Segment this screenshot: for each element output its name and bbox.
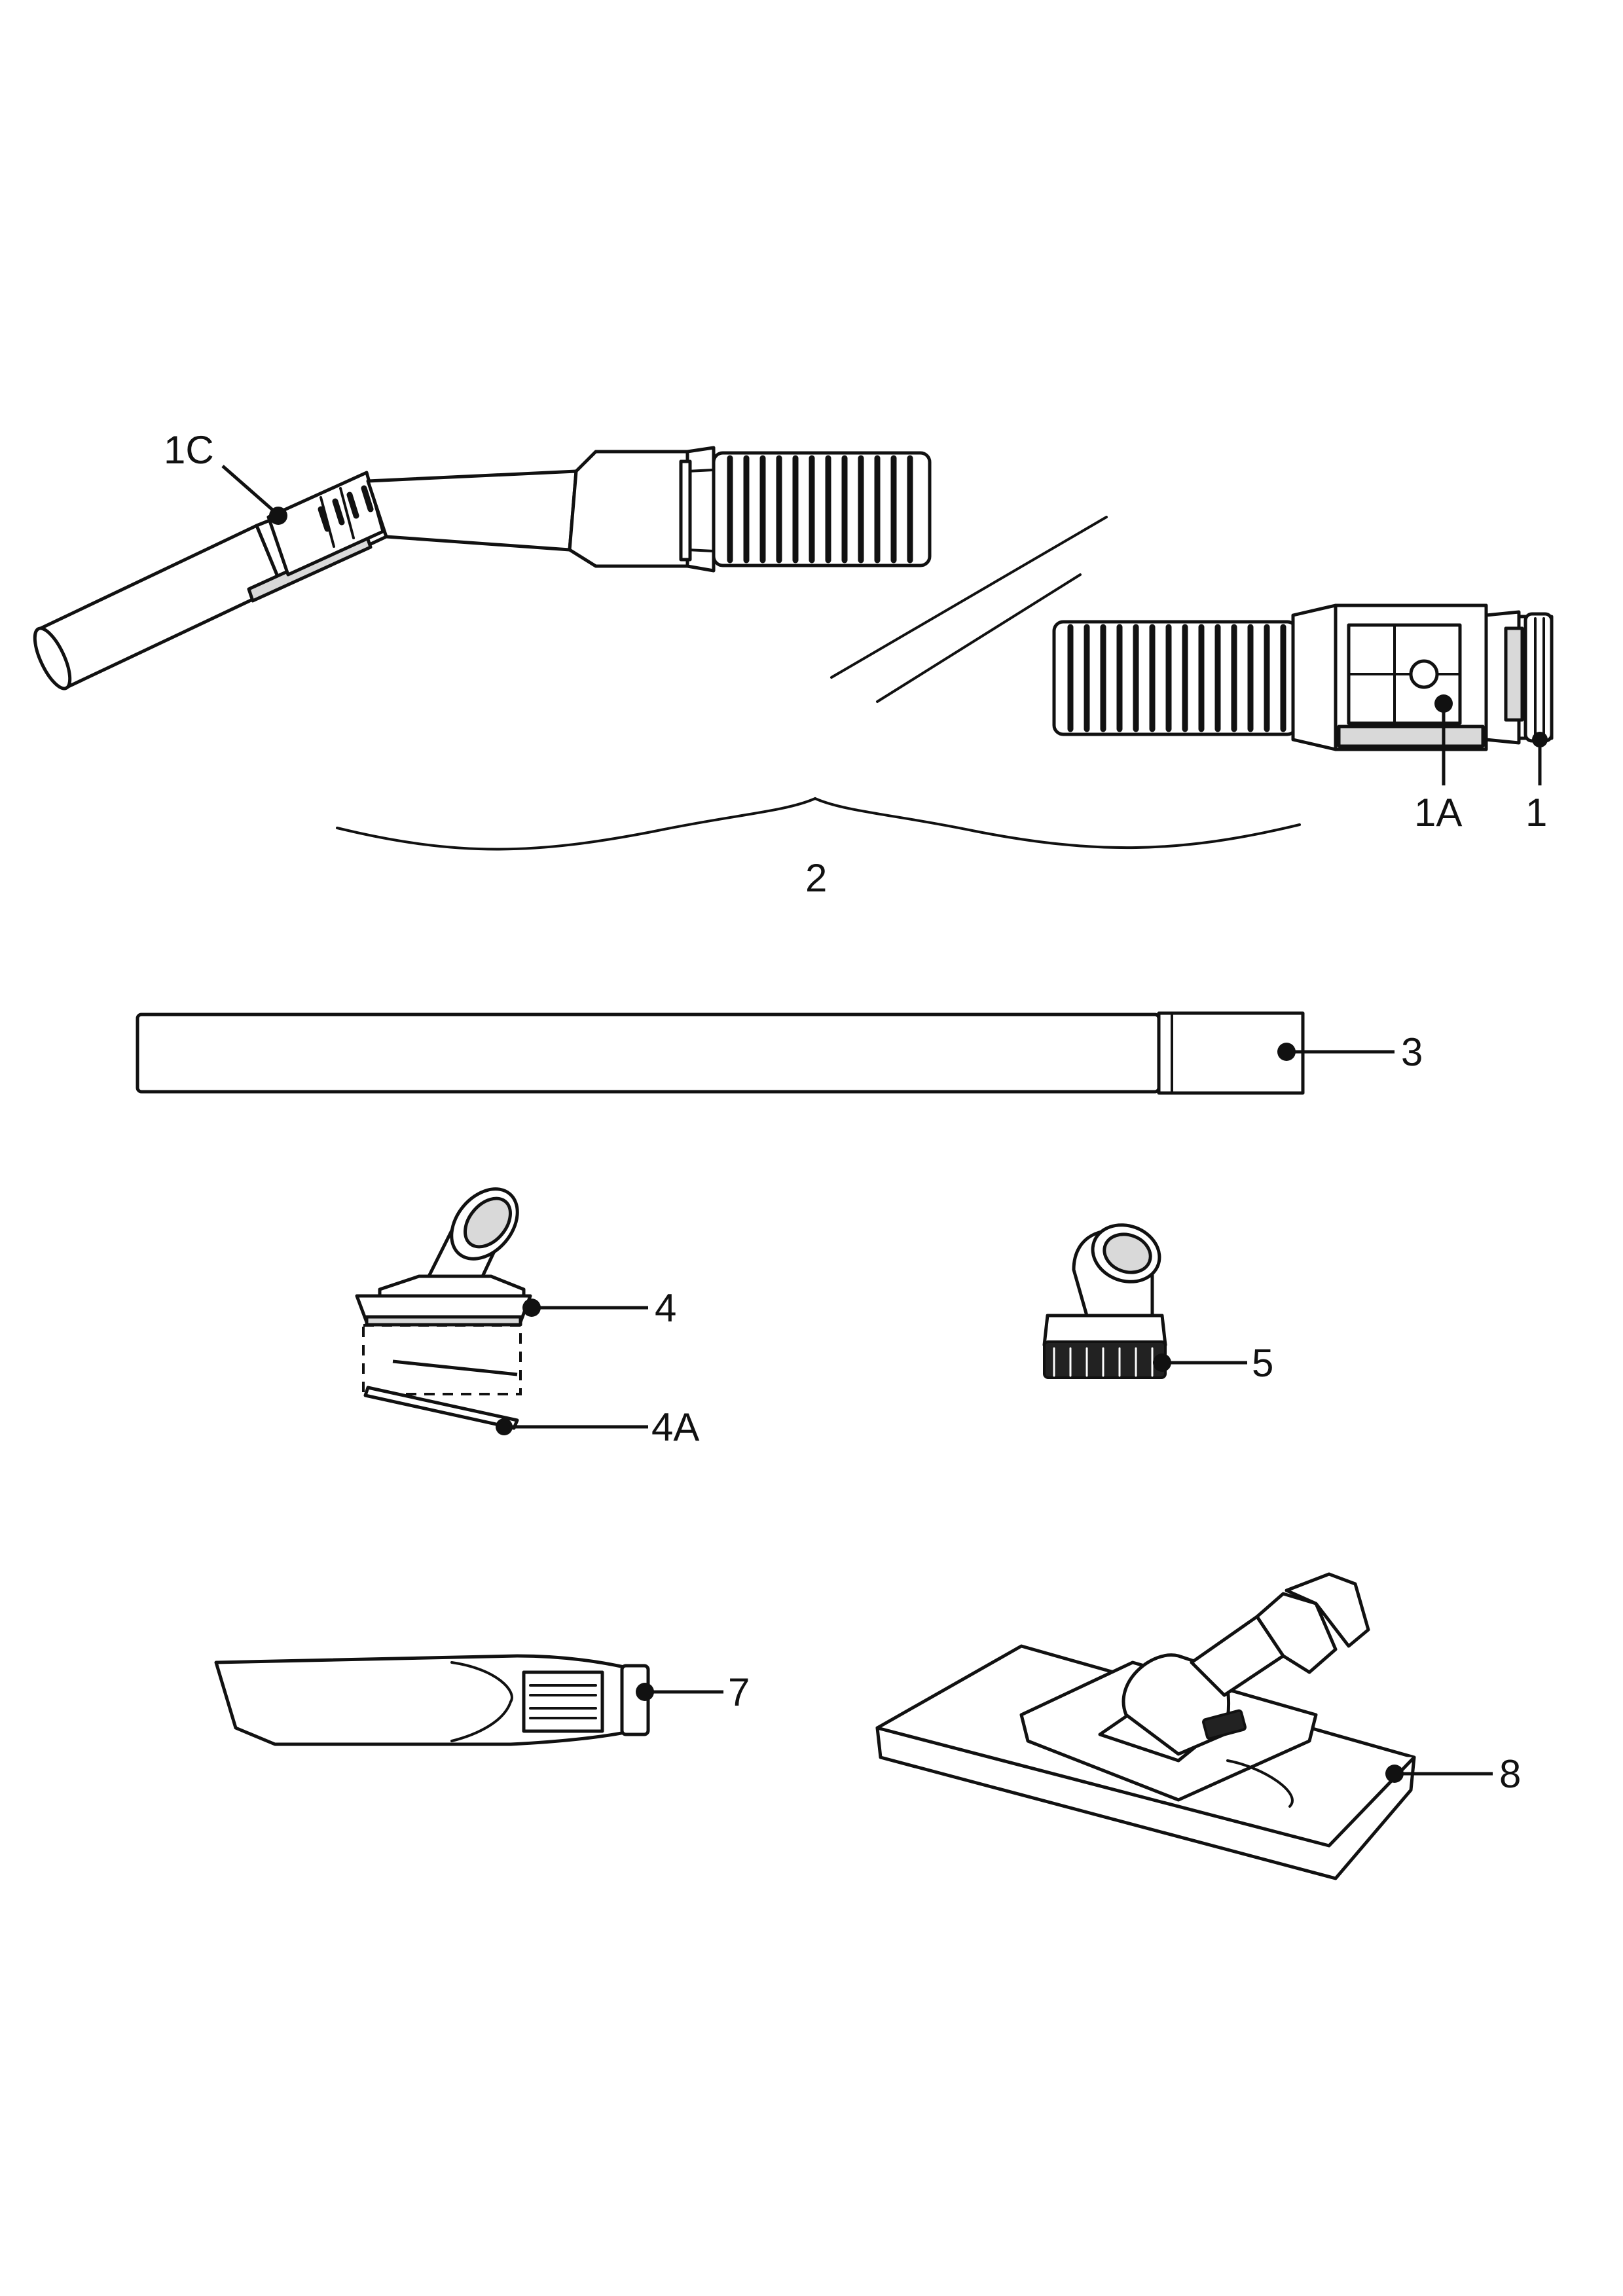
crevice-tool: [214, 1654, 650, 1746]
hose-machine-end: [1052, 603, 1554, 751]
upholstery-nozzle: [355, 1187, 532, 1395]
callout-1A: 1A: [1414, 791, 1462, 834]
leader-4: [522, 1299, 648, 1317]
callout-1C: 1C: [164, 428, 214, 472]
hose-wand-end: [33, 446, 932, 691]
hose-assembly-brace: [336, 797, 1301, 851]
brush-bristles: [1053, 1347, 1154, 1377]
callout-2: 2: [805, 856, 827, 900]
leader-1C: [221, 465, 287, 525]
leader-8: [1385, 1765, 1493, 1783]
leader-3: [1277, 1043, 1395, 1061]
hose-corrugation-left: [712, 451, 932, 567]
leader-7: [636, 1683, 723, 1701]
leader-1: [1532, 732, 1548, 785]
leader-4A: [496, 1418, 648, 1435]
callout-1: 1: [1525, 791, 1547, 834]
floor-tool: [875, 1572, 1416, 1880]
callout-4: 4: [655, 1286, 676, 1330]
leader-1A: [1434, 694, 1453, 785]
callout-4A: 4A: [651, 1405, 699, 1449]
callout-8: 8: [1499, 1752, 1521, 1796]
hose-break-lines: [830, 516, 1108, 703]
dusting-brush: [1042, 1223, 1167, 1379]
callout-7: 7: [728, 1670, 750, 1714]
handle-grip-ribs: [318, 485, 374, 532]
hose-corrugation-right: [1052, 620, 1298, 736]
callout-3: 3: [1401, 1030, 1423, 1074]
callout-5: 5: [1252, 1341, 1273, 1385]
extension-wand: [136, 1011, 1305, 1095]
nozzle-strip: [363, 1386, 519, 1430]
leader-5: [1153, 1354, 1247, 1372]
